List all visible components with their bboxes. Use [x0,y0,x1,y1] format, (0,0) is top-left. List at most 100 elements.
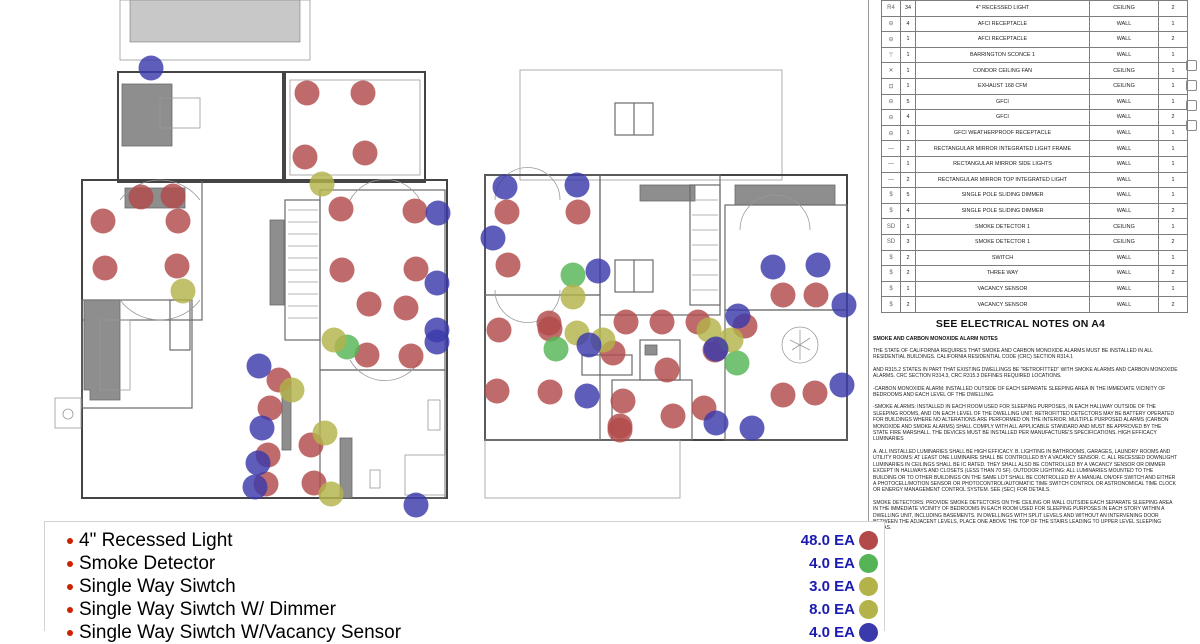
vacancy-sensor-marker[interactable] [492,174,518,200]
recessed-light-marker[interactable] [393,295,419,321]
fixture-symbol-icon: R4 [881,0,901,17]
schedule-row: $1Vacancy SensorWall1 [881,280,1188,298]
vacancy-sensor-marker[interactable] [703,336,729,362]
vacancy-sensor-marker[interactable] [576,332,602,358]
vacancy-sensor-marker[interactable] [245,450,271,476]
recessed-light-marker[interactable] [610,388,636,414]
recessed-light-marker[interactable] [92,255,118,281]
fixture-symbol-icon: ⊖ [881,31,901,48]
vacancy-sensor-marker[interactable] [585,258,611,284]
fixture-symbol-icon: $ [881,202,901,220]
vacancy-sensor-marker[interactable] [564,172,590,198]
recessed-light-marker[interactable] [494,199,520,225]
fixture-symbol-icon: SD [881,218,901,235]
recessed-light-marker[interactable] [565,199,591,225]
recessed-light-marker[interactable] [356,291,382,317]
recessed-light-marker[interactable] [292,144,318,170]
schedule-location: Ceiling [1089,62,1159,79]
fixture-symbol-icon: ⊖ [881,15,901,33]
recessed-light-marker[interactable] [486,317,512,343]
schedule-row: $2Vacancy SensorWall2 [881,296,1188,313]
recessed-light-marker[interactable] [403,256,429,282]
recessed-light-marker[interactable] [350,80,376,106]
smoke-detector-marker[interactable] [560,262,586,288]
recessed-light-marker[interactable] [660,403,686,429]
legend-row-recessed-light[interactable]: 4" Recessed Light 48.0 EA [45,529,884,552]
vacancy-sensor-marker[interactable] [760,254,786,280]
recessed-light-marker[interactable] [803,282,829,308]
recessed-light-marker[interactable] [495,252,521,278]
schedule-location: Wall [1089,171,1159,189]
vacancy-sensor-marker[interactable] [739,415,765,441]
legend-row-switch-dimmer[interactable]: Single Way Siwtch W/ Dimmer 8.0 EA [45,598,884,621]
recessed-light-marker[interactable] [165,208,191,234]
schedule-qty: 34 [900,0,916,17]
recessed-light-marker[interactable] [654,357,680,383]
legend-quantity: 4.0 EA [809,624,855,641]
recessed-light-marker[interactable] [294,80,320,106]
switch-marker[interactable] [312,420,338,446]
vacancy-sensor-marker[interactable] [403,492,429,518]
recessed-light-marker[interactable] [257,395,283,421]
recessed-light-marker[interactable] [329,257,355,283]
vacancy-sensor-marker[interactable] [242,474,268,500]
legend-row-single-way-switch[interactable]: Single Way Siwtch 3.0 EA [45,575,884,598]
vacancy-sensor-marker[interactable] [831,292,857,318]
legend-swatch [859,623,878,642]
schedule-qty: 5 [900,187,916,204]
vacancy-sensor-marker[interactable] [424,270,450,296]
smoke-detector-marker[interactable] [543,336,569,362]
switch-marker[interactable] [321,327,347,353]
vacancy-sensor-marker[interactable] [480,225,506,251]
switch-marker[interactable] [309,171,335,197]
legend-swatch [859,577,878,596]
vacancy-sensor-marker[interactable] [425,200,451,226]
recessed-light-marker[interactable] [160,183,186,209]
vacancy-sensor-marker[interactable] [574,383,600,409]
schedule-description: 4" Recessed Light [915,0,1090,17]
recessed-light-marker[interactable] [649,309,675,335]
legend-row-smoke-detector[interactable]: Smoke Detector 4.0 EA [45,552,884,575]
switch-marker[interactable] [318,481,344,507]
switch-marker[interactable] [560,284,586,310]
vacancy-sensor-marker[interactable] [725,303,751,329]
schedule-location: Wall [1089,265,1159,282]
switch-marker[interactable] [170,278,196,304]
recessed-light-marker[interactable] [328,196,354,222]
recessed-light-marker[interactable] [402,198,428,224]
schedule-description: AFCI Receptacle [915,31,1090,48]
recessed-light-marker[interactable] [770,282,796,308]
fixture-symbol-icon: — [881,171,901,189]
vacancy-sensor-marker[interactable] [703,410,729,436]
schedule-qty: 4 [900,15,916,33]
vacancy-sensor-marker[interactable] [424,329,450,355]
recessed-light-marker[interactable] [128,184,154,210]
recessed-light-marker[interactable] [90,208,116,234]
recessed-light-marker[interactable] [607,413,633,439]
vacancy-sensor-marker[interactable] [249,415,275,441]
recessed-light-marker[interactable] [354,342,380,368]
vacancy-sensor-marker[interactable] [829,372,855,398]
recessed-light-marker[interactable] [536,310,562,336]
recessed-light-marker[interactable] [613,309,639,335]
vacancy-sensor-marker[interactable] [138,55,164,81]
recessed-light-marker[interactable] [352,140,378,166]
smoke-detector-marker[interactable] [724,350,750,376]
schedule-qty: 5 [900,93,916,111]
vacancy-sensor-marker[interactable] [246,353,272,379]
recessed-light-marker[interactable] [398,343,424,369]
recessed-light-marker[interactable] [537,379,563,405]
fixture-symbol-icon: $ [881,187,901,204]
schedule-description: GFCI Weatherproof Receptacle [915,124,1090,142]
vacancy-sensor-marker[interactable] [805,252,831,278]
fixture-symbol-icon: ⊡ [881,77,901,95]
switch-marker[interactable] [696,317,722,343]
switch-marker[interactable] [279,377,305,403]
recessed-light-marker[interactable] [770,382,796,408]
recessed-light-marker[interactable] [164,253,190,279]
recessed-light-marker[interactable] [484,378,510,404]
recessed-light-marker[interactable] [802,380,828,406]
schedule-qty: 2 [900,140,916,157]
legend-row-switch-vacancy-sensor[interactable]: Single Way Siwtch W/Vacancy Sensor 4.0 E… [45,621,884,644]
